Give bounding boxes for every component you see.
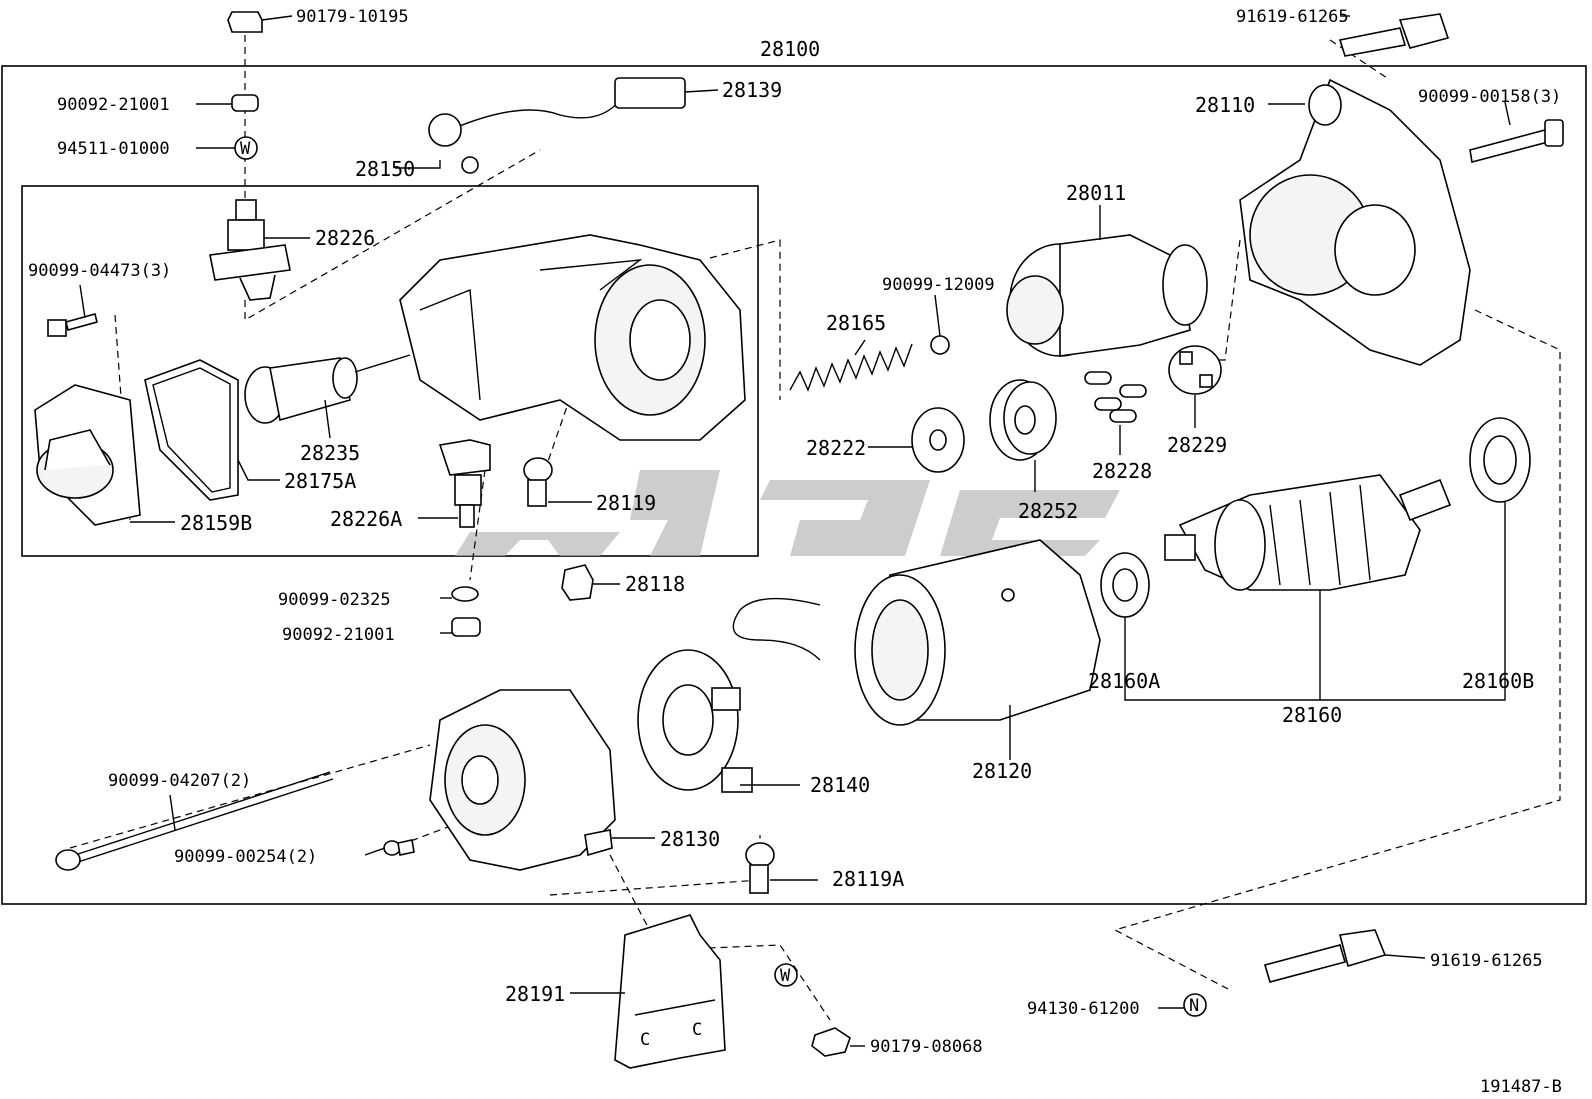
label-28235[interactable]: 28235 bbox=[300, 441, 360, 465]
armature-28160 bbox=[1164, 474, 1452, 591]
lead-wire-28139 bbox=[428, 77, 686, 174]
yoke-28120 bbox=[732, 539, 1101, 726]
label-94511-01000[interactable]: 94511-01000 bbox=[57, 139, 170, 159]
washer-mark: W bbox=[240, 139, 251, 159]
label-28160B[interactable]: 28160B bbox=[1462, 669, 1534, 693]
label-28226A[interactable]: 28226A bbox=[330, 507, 402, 531]
label-28140[interactable]: 28140 bbox=[810, 773, 870, 797]
label-28226[interactable]: 28226 bbox=[315, 226, 375, 250]
label-28100[interactable]: 28100 bbox=[760, 37, 820, 61]
label-90099-04473[interactable]: 90099-04473(3) bbox=[28, 261, 171, 281]
label-28120[interactable]: 28120 bbox=[972, 759, 1032, 783]
end-cover-28159B bbox=[34, 384, 141, 526]
spring-28165 bbox=[789, 343, 913, 392]
end-frame-28130 bbox=[429, 689, 616, 871]
rollers-28228 bbox=[1084, 371, 1147, 423]
label-28191[interactable]: 28191 bbox=[505, 982, 565, 1006]
washer-28222 bbox=[911, 407, 965, 473]
screw-28119A bbox=[745, 842, 775, 894]
label-90099-00158[interactable]: 90099-00158(3) bbox=[1418, 87, 1561, 107]
label-94130-61200[interactable]: 94130-61200 bbox=[1027, 999, 1140, 1019]
bracket-mark-left: C bbox=[640, 1030, 650, 1050]
label-90092-21001-top[interactable]: 90092-21001 bbox=[57, 95, 170, 115]
ball-90099-12009 bbox=[930, 335, 950, 355]
nut-90092-21001-bottom bbox=[451, 617, 481, 637]
starter-clutch-28011 bbox=[1006, 234, 1208, 357]
label-28150[interactable]: 28150 bbox=[355, 157, 415, 181]
bracket-mark-right: C bbox=[692, 1020, 702, 1040]
label-91619-61265-bottom[interactable]: 91619-61265 bbox=[1430, 951, 1543, 971]
housing-28110 bbox=[1239, 78, 1471, 366]
label-28139[interactable]: 28139 bbox=[722, 78, 782, 102]
bearing-28160B bbox=[1469, 417, 1531, 503]
bolt-91619-61265-bottom bbox=[1264, 929, 1387, 983]
retainer-28229 bbox=[1168, 345, 1222, 395]
watermark-logo bbox=[455, 470, 1120, 556]
terminal-28226A bbox=[438, 439, 491, 528]
label-28160[interactable]: 28160 bbox=[1282, 703, 1342, 727]
housing-28150 bbox=[399, 234, 746, 441]
through-bolt-90099-04207 bbox=[55, 771, 334, 871]
screw-90099-04473 bbox=[47, 313, 98, 337]
bolt-91619-61265-top bbox=[1338, 13, 1450, 57]
label-90099-04207[interactable]: 90099-04207(2) bbox=[108, 771, 251, 791]
washer-mark-bottom: W bbox=[780, 966, 791, 986]
label-28118[interactable]: 28118 bbox=[625, 572, 685, 596]
gasket-28175A bbox=[144, 359, 239, 501]
brush-holder-28140 bbox=[637, 649, 753, 793]
label-28175A[interactable]: 28175A bbox=[284, 469, 356, 493]
diagram-code: 191487-B bbox=[1480, 1077, 1562, 1097]
lock-washer-94511-01000: W bbox=[234, 136, 258, 160]
label-28228[interactable]: 28228 bbox=[1092, 459, 1152, 483]
label-90179-08068[interactable]: 90179-08068 bbox=[870, 1037, 983, 1057]
label-28165[interactable]: 28165 bbox=[826, 311, 886, 335]
bracket-28191: C C bbox=[614, 914, 726, 1069]
label-90099-00254[interactable]: 90099-00254(2) bbox=[174, 847, 317, 867]
terminal-28226 bbox=[209, 199, 291, 301]
lock-washer-bottom: W bbox=[774, 963, 798, 987]
label-28159B[interactable]: 28159B bbox=[180, 511, 252, 535]
label-28229[interactable]: 28229 bbox=[1167, 433, 1227, 457]
plunger-28235 bbox=[244, 354, 411, 424]
label-90092-21001-bottom[interactable]: 90092-21001 bbox=[282, 625, 395, 645]
idler-gear-28252 bbox=[989, 379, 1057, 461]
label-91619-61265-top[interactable]: 91619-61265 bbox=[1236, 7, 1349, 27]
nut-90179-08068 bbox=[811, 1027, 851, 1057]
assembly-frame bbox=[1, 65, 1587, 905]
bearing-28160A bbox=[1100, 552, 1150, 618]
label-28110[interactable]: 28110 bbox=[1195, 93, 1255, 117]
label-28119A[interactable]: 28119A bbox=[832, 867, 904, 891]
label-28160A[interactable]: 28160A bbox=[1088, 669, 1160, 693]
label-28130[interactable]: 28130 bbox=[660, 827, 720, 851]
nut-mark: N bbox=[1189, 996, 1199, 1016]
nut-90179-10195 bbox=[227, 11, 263, 33]
cap-28118 bbox=[561, 564, 594, 601]
leader-lines bbox=[79, 15, 1511, 1047]
nut-90092-21001-top bbox=[231, 94, 259, 112]
label-28252[interactable]: 28252 bbox=[1018, 499, 1078, 523]
label-28011[interactable]: 28011 bbox=[1066, 181, 1126, 205]
label-28222[interactable]: 28222 bbox=[806, 436, 866, 460]
bolt-90099-00158 bbox=[1469, 119, 1564, 163]
screw-28119 bbox=[523, 457, 553, 507]
label-90179-10195[interactable]: 90179-10195 bbox=[296, 7, 409, 27]
label-90099-12009[interactable]: 90099-12009 bbox=[882, 275, 995, 295]
nut-94130-61200: N bbox=[1183, 993, 1207, 1017]
label-28119[interactable]: 28119 bbox=[596, 491, 656, 515]
part-labels: 28100 28150 90179-10195 90092-21001 9451… bbox=[28, 7, 1562, 1097]
screw-90099-00254 bbox=[383, 839, 415, 856]
washer-90099-02325 bbox=[451, 586, 479, 602]
subassembly-frame-28150 bbox=[21, 185, 759, 557]
alignment-lines bbox=[69, 35, 1561, 1021]
label-90099-02325[interactable]: 90099-02325 bbox=[278, 590, 391, 610]
